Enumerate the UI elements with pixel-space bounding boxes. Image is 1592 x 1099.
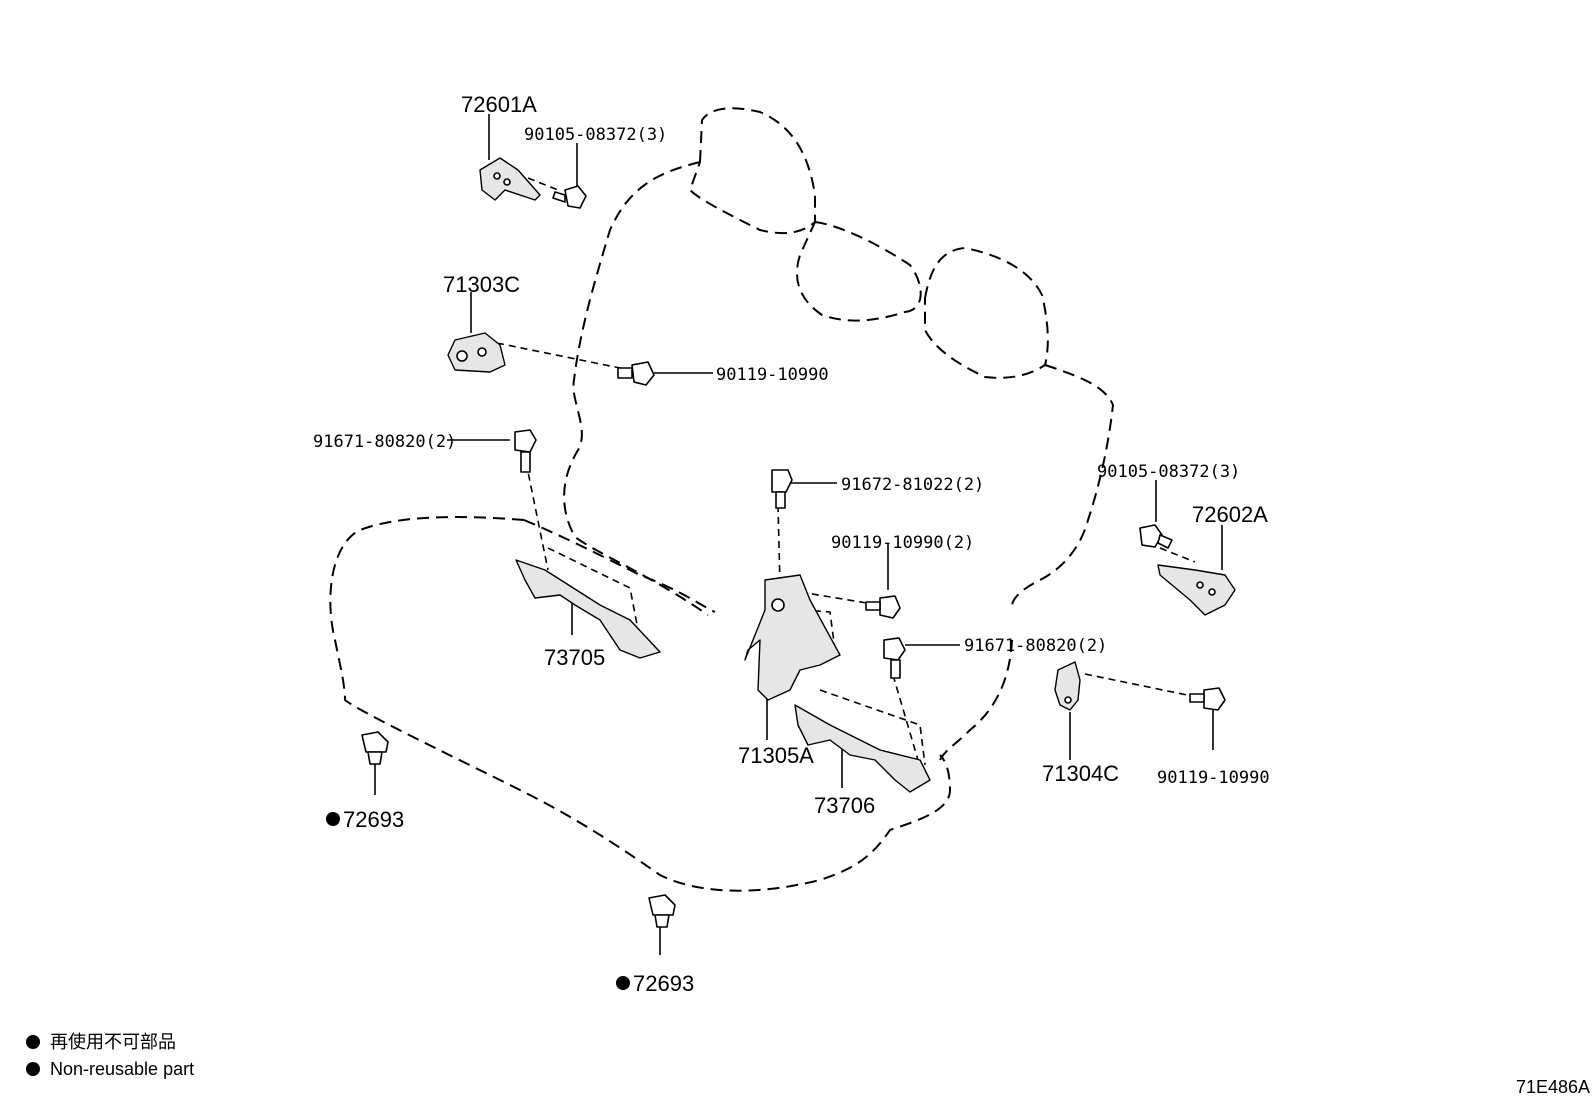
bolt-90105-top[interactable] — [552, 185, 587, 209]
label-90105-right[interactable]: 90105-08372(3) — [1097, 462, 1240, 482]
bolt-91672[interactable] — [771, 469, 793, 509]
legend-marker-en — [26, 1062, 40, 1076]
legend: 再使用不可部品 Non-reusable part — [26, 1032, 194, 1079]
bolt-91671-right[interactable] — [883, 637, 906, 679]
bracket-71304C[interactable] — [1054, 661, 1081, 711]
bracket-72602A[interactable] — [1157, 564, 1236, 616]
label-90119-right[interactable]: 90119-10990 — [1157, 768, 1270, 788]
bolt-90119-mid[interactable] — [865, 595, 901, 619]
bracket-72601A[interactable] — [479, 157, 541, 201]
label-71303C[interactable]: 71303C — [443, 272, 520, 297]
label-71304C[interactable]: 71304C — [1042, 761, 1119, 786]
label-90119-mid[interactable]: 90119-10990(2) — [831, 533, 974, 553]
label-91671-left[interactable]: 91671-80820(2) — [313, 432, 456, 452]
seat-outline — [329, 107, 1115, 892]
label-72693-bottom[interactable]: 72693 — [633, 971, 694, 996]
label-72602A[interactable]: 72602A — [1192, 502, 1268, 527]
bolt-90105-right[interactable] — [1139, 524, 1173, 549]
label-91671-right[interactable]: 91671-80820(2) — [964, 636, 1107, 656]
bracket-71303C[interactable] — [447, 332, 506, 373]
non-reusable-marker-left — [326, 812, 340, 826]
bolt-91671-left[interactable] — [514, 429, 537, 473]
leader-lines — [374, 114, 1223, 955]
label-71305A[interactable]: 71305A — [738, 743, 814, 768]
label-72693-left[interactable]: 72693 — [343, 807, 404, 832]
label-90119-left[interactable]: 90119-10990 — [716, 365, 829, 385]
label-72601A[interactable]: 72601A — [461, 92, 537, 117]
legend-text-en: Non-reusable part — [50, 1059, 194, 1079]
legend-text-jp: 再使用不可部品 — [50, 1032, 176, 1052]
callout-labels: 72601A 90105-08372(3) 71303C 90119-10990… — [313, 92, 1270, 996]
bolt-90119-right[interactable] — [1189, 687, 1226, 711]
label-90105-top[interactable]: 90105-08372(3) — [524, 125, 667, 145]
rail-73706[interactable] — [794, 704, 931, 793]
label-91672[interactable]: 91672-81022(2) — [841, 475, 984, 495]
diagram-code: 71E486A — [1516, 1077, 1590, 1097]
clip-72693-bottom[interactable] — [648, 894, 676, 928]
legend-marker-jp — [26, 1035, 40, 1049]
non-reusable-marker-bottom — [616, 976, 630, 990]
label-73705[interactable]: 73705 — [544, 645, 605, 670]
clip-72693-left[interactable] — [361, 731, 389, 765]
bolt-90119-left[interactable] — [617, 361, 655, 386]
rail-73705[interactable] — [515, 559, 661, 659]
part-shapes — [361, 157, 1236, 928]
label-73706[interactable]: 73706 — [814, 793, 875, 818]
bracket-71305A[interactable] — [744, 574, 841, 701]
